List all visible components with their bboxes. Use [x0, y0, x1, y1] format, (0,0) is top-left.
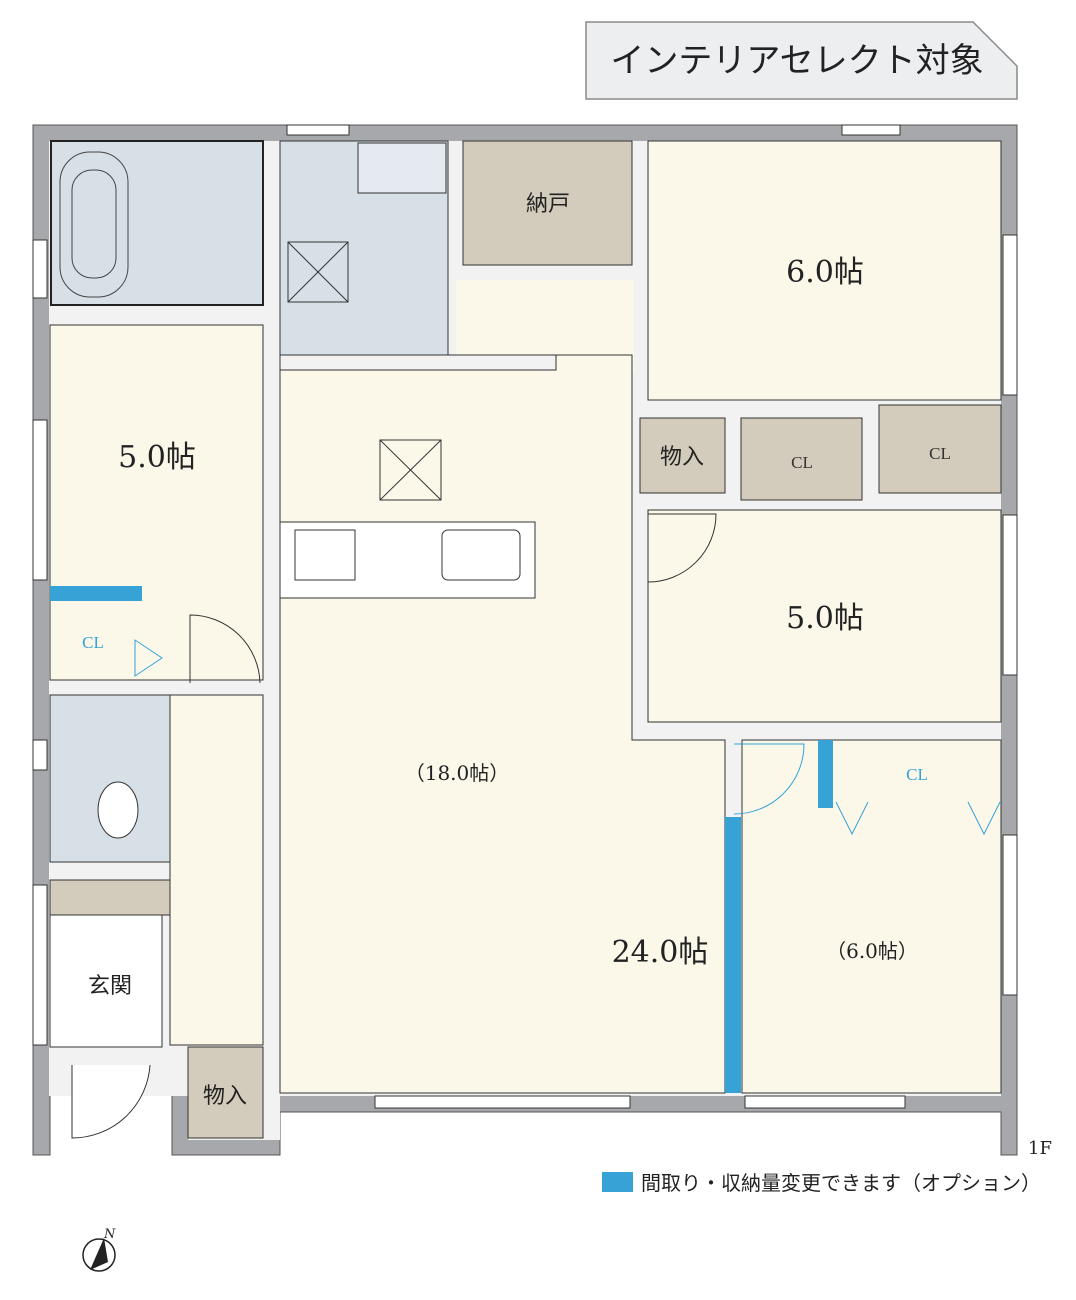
closet-se-label: CL: [906, 765, 928, 784]
bedroom-ne: [647, 140, 1002, 401]
bedroom-ne-label: 6.0帖: [786, 255, 864, 290]
optional-walls: [50, 586, 833, 1093]
entrance-label: 玄関: [88, 974, 132, 999]
sink: [441, 529, 521, 581]
room-se-label: （6.0帖）: [826, 939, 918, 963]
bedroom-e-label: 5.0帖: [786, 601, 864, 636]
storeroom-label: 納戸: [526, 192, 570, 217]
washer-space: [287, 241, 349, 303]
storeroom: [462, 140, 633, 266]
room-se: [741, 739, 1002, 1094]
washbasin: [357, 142, 447, 194]
stove: [294, 529, 356, 581]
windows: [32, 124, 1018, 1109]
storage-entry: [187, 1046, 264, 1139]
shoe-storage: [49, 879, 171, 916]
closet-mid-1-label: CL: [791, 453, 813, 472]
closet-w-label: CL: [82, 633, 104, 652]
closet-mid-2: [878, 404, 1002, 494]
title-badge: インテリアセレクト対象: [585, 21, 1018, 100]
hallway: [169, 694, 264, 1046]
floor-label: 1F: [1028, 1138, 1052, 1159]
bedroom-w-label: 5.0帖: [118, 440, 196, 475]
title-badge-text: インテリアセレクト対象: [610, 41, 983, 81]
bedroom-w: [49, 324, 264, 681]
toilet: [97, 781, 139, 839]
north-compass-icon: N: [82, 1227, 116, 1272]
closet-mid-2-label: CL: [929, 444, 951, 463]
bedroom-e: [647, 509, 1002, 723]
ldk-label: 24.0帖: [612, 935, 709, 970]
legend-swatch: [602, 1172, 633, 1192]
toilet-room: [49, 694, 171, 863]
legend-text: 間取り・収納量変更できます（オプション）: [641, 1171, 1041, 1195]
closet-mid-1: [740, 417, 863, 501]
storage-entry-label: 物入: [203, 1084, 247, 1109]
storage-mid: [639, 417, 726, 494]
ldk-sub-label: （18.0帖）: [405, 761, 510, 785]
compass-label: N: [103, 1227, 116, 1242]
storage-mid-label: 物入: [660, 445, 704, 470]
entrance: [49, 914, 163, 1048]
skylight: [379, 439, 442, 501]
bathtub: [59, 151, 129, 298]
bathroom: [50, 140, 264, 306]
